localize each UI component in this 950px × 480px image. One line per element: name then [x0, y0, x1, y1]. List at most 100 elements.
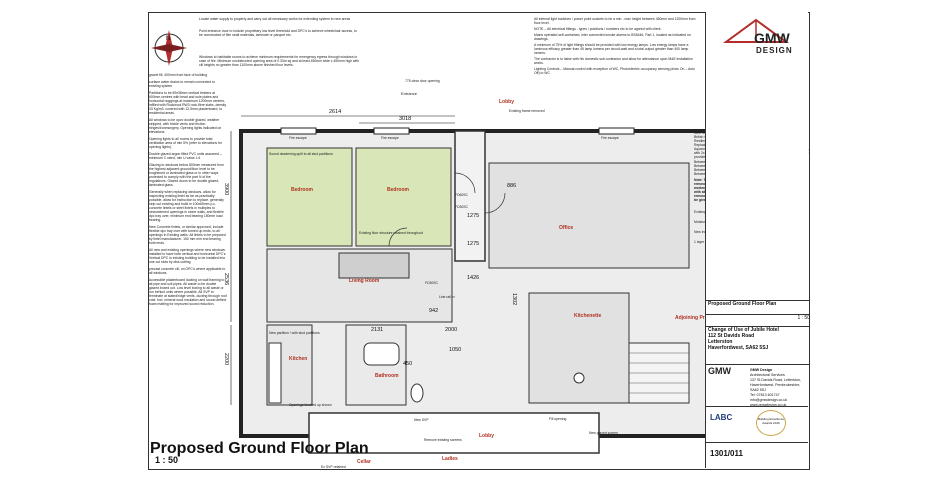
logo-text-design: DESIGN: [756, 46, 793, 55]
firm-sub: Architectural Services: [750, 373, 785, 377]
door-swing-3: [388, 227, 408, 247]
dimension-2131: 2131: [371, 327, 384, 333]
note-left-5: Opening lights to all rooms to provide t…: [149, 137, 222, 149]
bedroom-2-area: [355, 147, 452, 247]
label-fd60sc: FD60SC: [455, 193, 469, 197]
notes-left-column: gravel fill, 400mm from face of building…: [149, 73, 227, 309]
note-left-11: precast concrete cill, on DPC's where ap…: [149, 267, 226, 275]
room-label-bathroom: Bathroom: [375, 373, 399, 379]
note-left-2: surface water drains to remain connected…: [149, 80, 215, 88]
door-swing-1: [454, 172, 476, 194]
dimension-1426: 1426: [467, 275, 480, 281]
firm-phone: Tel: 07813 601747: [750, 393, 780, 397]
sink-icon: [573, 372, 585, 384]
title-block-firm: GMW GMW Design Architectural Services 13…: [706, 364, 810, 407]
note-right-5: The contractor is to liaise with his dom…: [534, 57, 693, 65]
label-fire-escape-2: Fire escape: [381, 136, 399, 140]
note-left-10: All new and existing openings where new …: [149, 248, 227, 264]
firm-web: www.gmwdesign.co.uk: [750, 403, 787, 407]
dimension-1275-b: 1275: [467, 241, 480, 247]
label-door-opening: 775 clear door opening: [405, 79, 440, 83]
note-left-6: Double glazed argon filled PVC units ass…: [149, 152, 222, 160]
note-left-3: Partitions to be 89x38mm vertical timber…: [149, 91, 227, 115]
drawing-sheet: N: [148, 12, 810, 470]
project-label: Change of Use of Jubile Hotel: [708, 327, 779, 333]
award-badge: Building Excellence Awards 2016: [756, 410, 786, 436]
room-label-lobby-top: Lobby: [499, 99, 514, 105]
label-fd30sc-b: FD30SC: [425, 281, 439, 285]
room-label-kitchenette: Kitchenette: [574, 313, 602, 319]
dimension-left-3: 2200: [223, 353, 229, 366]
gmw-logo: [722, 18, 790, 43]
label-remove-screen: Remove existing screens: [424, 438, 462, 442]
room-label-living-room: Living Room: [349, 278, 380, 284]
dimension-2000: 2000: [445, 327, 458, 333]
wc-icon: [410, 383, 424, 403]
room-label-ladies: Ladies: [442, 456, 458, 462]
label-openings-blocked: Openings blocked up shown: [289, 403, 332, 407]
note-left-1: gravel fill, 400mm from face of building: [149, 73, 208, 77]
dimension-top-inner: 3018: [399, 116, 412, 122]
room-label-cellar: Cellar: [357, 459, 371, 465]
room-label-bedroom-1: Bedroom: [291, 187, 313, 193]
bath-icon: [363, 342, 400, 366]
dimension-1050: 1050: [449, 347, 462, 353]
project-address-1: 112 St Davids Road: [708, 333, 755, 339]
firm-name: GMW Design: [750, 368, 773, 372]
label-line-rail: Line rail in: [439, 295, 455, 299]
firm-email: info@gmwdesign.co.uk: [750, 398, 788, 402]
title-block-scale: 1 : 50: [706, 314, 810, 325]
note-right-6: Lighting Controls – Manual control with …: [534, 67, 695, 75]
label-rail-removed: Existing frame removed: [509, 109, 545, 113]
north-arrow-icon: N: [151, 30, 187, 66]
note-right-2: NOTE – All electrical fittings - types /…: [534, 27, 662, 31]
firm-address: 137 St Davids Road, Letterston, Haverfor…: [750, 378, 801, 392]
label-fd30sc-a: FD30SC: [455, 205, 469, 209]
note-left-7: Glazing to windows below 800mm measured …: [149, 163, 225, 187]
logo-text-gmw: GMW: [754, 30, 790, 46]
label-existing-floor-structure: Existing floor structure retained throug…: [359, 231, 423, 235]
dimension-left-1: 3900: [223, 183, 229, 196]
window-top-2: [373, 127, 410, 135]
fireplace: [338, 252, 410, 279]
room-label-lobby-bottom: Lobby: [479, 433, 494, 439]
title-block-badges: LABC Building Excellence Awards 2016: [706, 406, 808, 439]
drawing-number: 1301/011: [710, 449, 743, 458]
note-top-3: Windows to habitable rooms to achieve mi…: [199, 55, 360, 67]
note-top-2: Point entrance door to include proprieta…: [199, 29, 357, 37]
floor-plan-svg: N: [151, 30, 718, 454]
title-block-drawing-number: 1301/011: [706, 442, 808, 467]
firm-logo-small: GMW: [708, 366, 731, 376]
window-top-3: [598, 127, 635, 135]
note-top-1: Locate water supply to property and carr…: [199, 17, 351, 21]
kitchen-units: [268, 342, 282, 404]
dimension-left-2: 2536: [223, 273, 229, 286]
note-left-4: All windows to be upvc double glazed, we…: [149, 118, 222, 134]
room-label-adjoining-property: Adjoining Property: [675, 315, 720, 321]
svg-text:N: N: [166, 36, 170, 42]
kitchenette-area: [528, 292, 630, 404]
room-label-entrance: Entrance: [401, 91, 418, 96]
bedroom-1-area: [266, 147, 353, 247]
notes-right-column: All internal light switches / power poin…: [534, 17, 699, 77]
dimension-1275-a: 1275: [467, 213, 480, 219]
dimension-top-width: 2614: [329, 109, 342, 115]
window-top-1: [280, 127, 317, 135]
label-ex-svp: Ex SVP retained: [321, 465, 346, 469]
label-fill-opening: Fill opening: [549, 417, 567, 421]
label-new-partition: New partition / with stud partitions: [269, 331, 320, 335]
note-right-1: All internal light switches / power poin…: [534, 17, 696, 25]
project-address-2: Letterston: [708, 339, 733, 345]
label-fire-escape-3: Fire escape: [601, 136, 619, 140]
note-left-8: Generally when replacing windows, allow …: [149, 190, 224, 222]
note-right-3: Mains operated self-contained, inter con…: [534, 33, 691, 41]
door-swing-2: [484, 192, 506, 214]
label-stud-partition: Sound deadening quilt to all stud partit…: [269, 152, 333, 156]
note-left-12: Accessible plasterboard ducting on wall …: [149, 278, 227, 306]
stairs: [628, 342, 690, 404]
title-block-drawing-title: Proposed Ground Floor Plan: [706, 300, 810, 313]
lobby-corridor: [454, 130, 486, 262]
note-left-9: New Concrete lintels, or similar approve…: [149, 225, 226, 245]
title-block-project: Change of Use of Jubile Hotel 112 St Dav…: [706, 326, 810, 363]
drawing-title: Proposed Ground Floor Plan: [150, 440, 369, 457]
